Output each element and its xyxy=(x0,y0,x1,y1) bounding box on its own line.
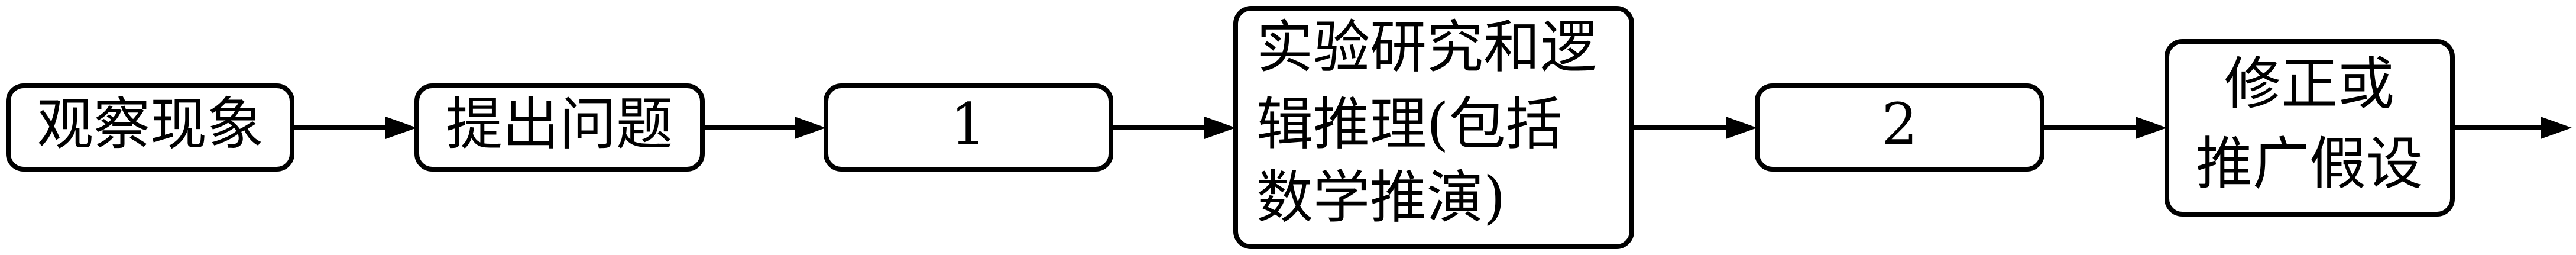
arrowhead-step1-to-research xyxy=(1204,117,1236,139)
arrowhead-step2-to-revise xyxy=(2136,117,2167,139)
arrowhead-observe-to-question xyxy=(385,117,417,139)
label-step1: 1 xyxy=(950,91,986,157)
arrowhead-research-to-step2 xyxy=(1726,117,1757,139)
arrowhead-revise-out xyxy=(2541,117,2572,139)
label-research-line-3: 数学推演) xyxy=(1256,164,1505,231)
label-question: 提出问题 xyxy=(446,91,673,157)
label-step2: 2 xyxy=(1881,91,1917,157)
label-revise-line-1: 修正或 xyxy=(2224,51,2394,117)
label-revise-line-2: 推广假设 xyxy=(2196,131,2423,197)
label-research-line-2: 辑推理(包括 xyxy=(1256,91,1562,157)
label-research-line-1: 实验研究和逻 xyxy=(1256,14,1597,80)
label-observe: 观察现象 xyxy=(37,91,264,157)
arrowhead-question-to-step1 xyxy=(795,117,826,139)
